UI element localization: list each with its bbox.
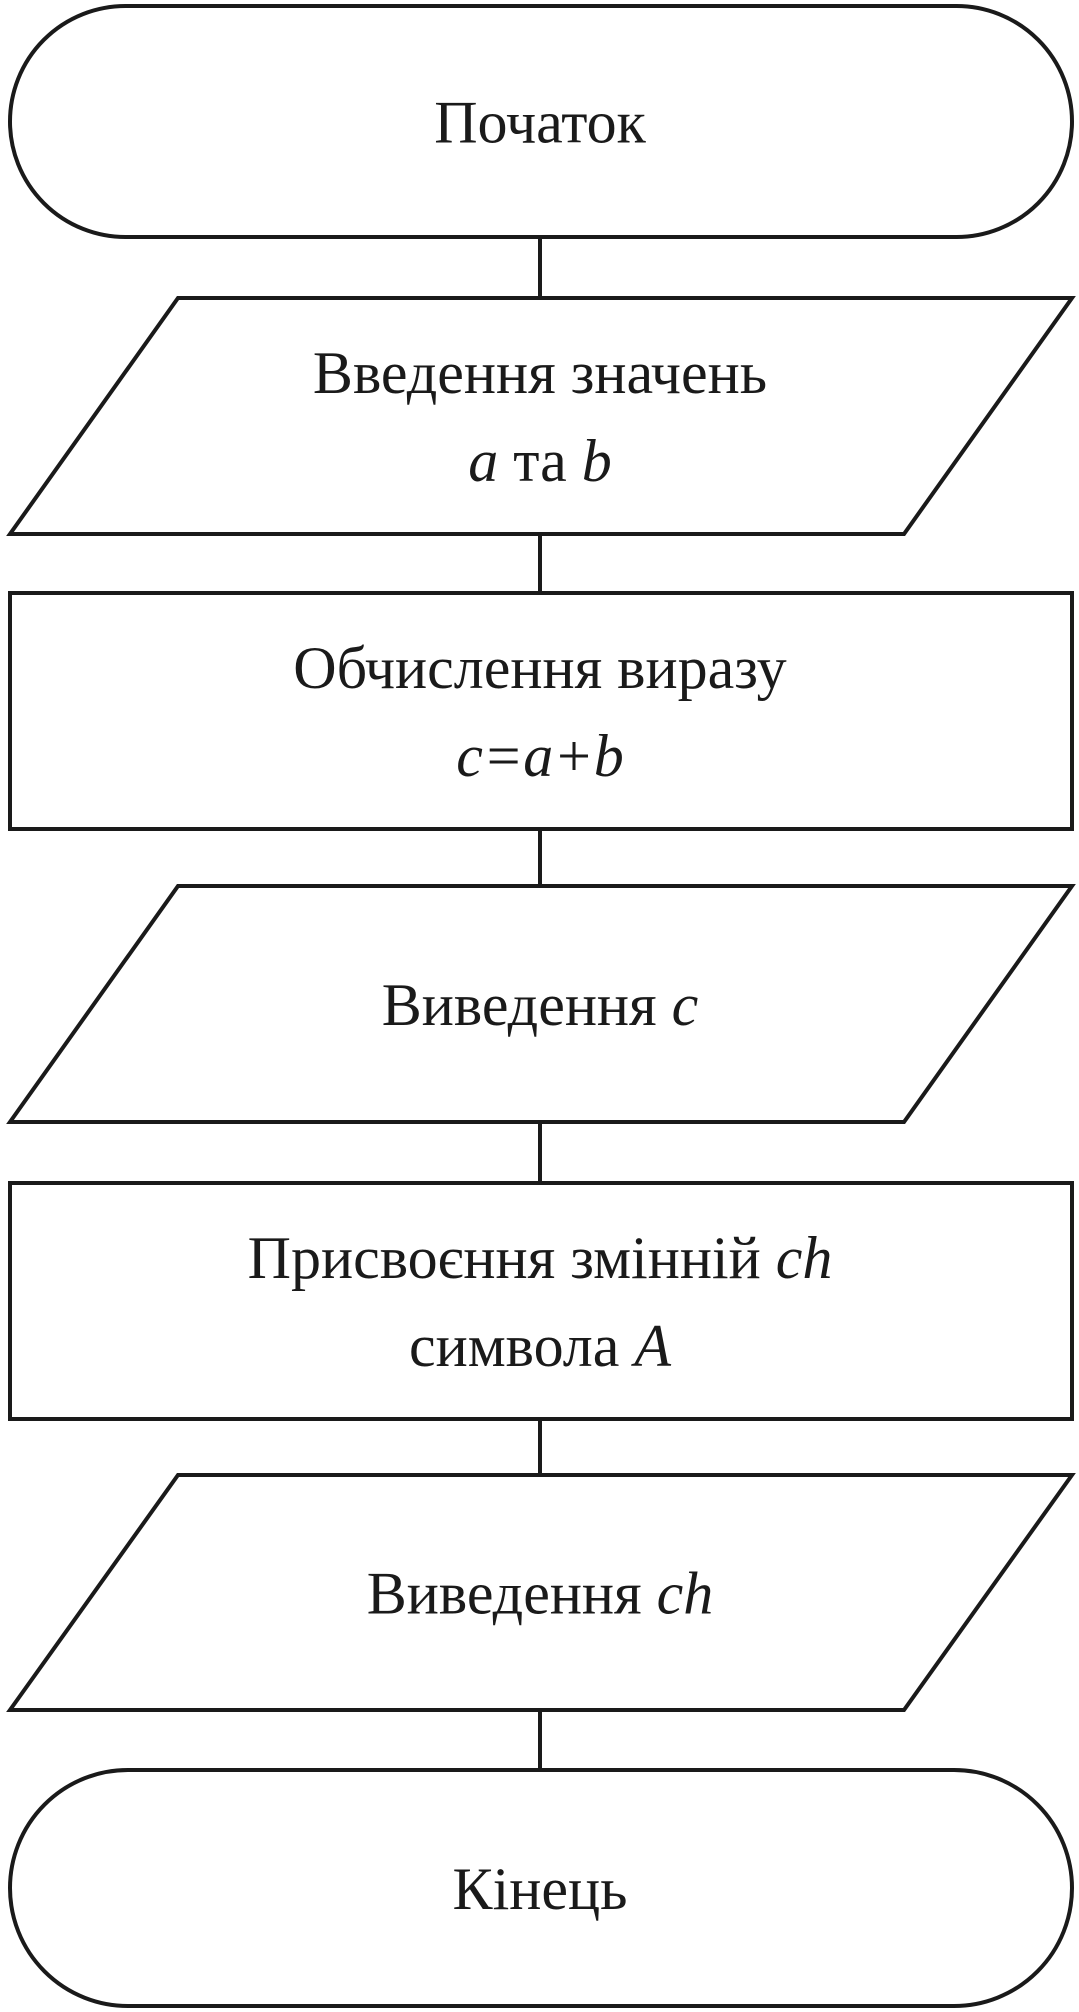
variable-text: ch [776,1225,833,1291]
label-text: Присвоєння змінній [248,1225,776,1291]
label-text: Виведення [382,972,672,1038]
node-label-line: Кінець [453,1856,628,1922]
variable-text: c=a+b [456,723,624,789]
node-label-line: Присвоєння змінній ch [248,1225,833,1291]
node-compute-c: Обчислення виразу c=a+b [8,591,1074,831]
node-output-c: Виведення c [6,884,1076,1124]
variable-text: c [672,972,699,1038]
parallelogram-shape [6,884,1076,1124]
terminator-shape [8,4,1074,239]
parallelogram-shape [6,296,1076,536]
node-label-line: Виведення c [382,972,699,1038]
node-label-line: Обчислення виразу [293,635,786,701]
node-label-line: символа A [409,1313,671,1379]
label-text: Початок [434,90,646,156]
label-text: Обчислення виразу [293,635,786,701]
rectangle-shape [8,1181,1074,1421]
node-label-line: Початок [434,90,646,156]
parallelogram-shape [6,1473,1076,1712]
variable-text: b [582,428,612,494]
variable-text: a [468,428,498,494]
label-text: Введення значень [313,340,767,406]
node-output-ch: Виведення ch [6,1473,1076,1712]
variable-text: A [630,1313,671,1379]
node-end: Кінець [8,1768,1074,2008]
label-text: та [498,428,582,494]
node-input-ab: Введення значень a та b [6,296,1076,536]
label-text: Кінець [453,1856,628,1922]
rectangle-shape [8,591,1074,831]
node-label-line: Виведення ch [367,1561,714,1627]
label-text: символа [409,1313,634,1379]
terminator-shape [8,1768,1074,2008]
node-assign-ch: Присвоєння змінній ch символа A [8,1181,1074,1421]
node-label-line: a та b [468,428,612,494]
node-label-line: c=a+b [456,723,624,789]
node-label-line: Введення значень [313,340,767,406]
node-start: Початок [8,4,1074,239]
label-text: Виведення [367,1561,657,1627]
variable-text: ch [657,1561,714,1627]
